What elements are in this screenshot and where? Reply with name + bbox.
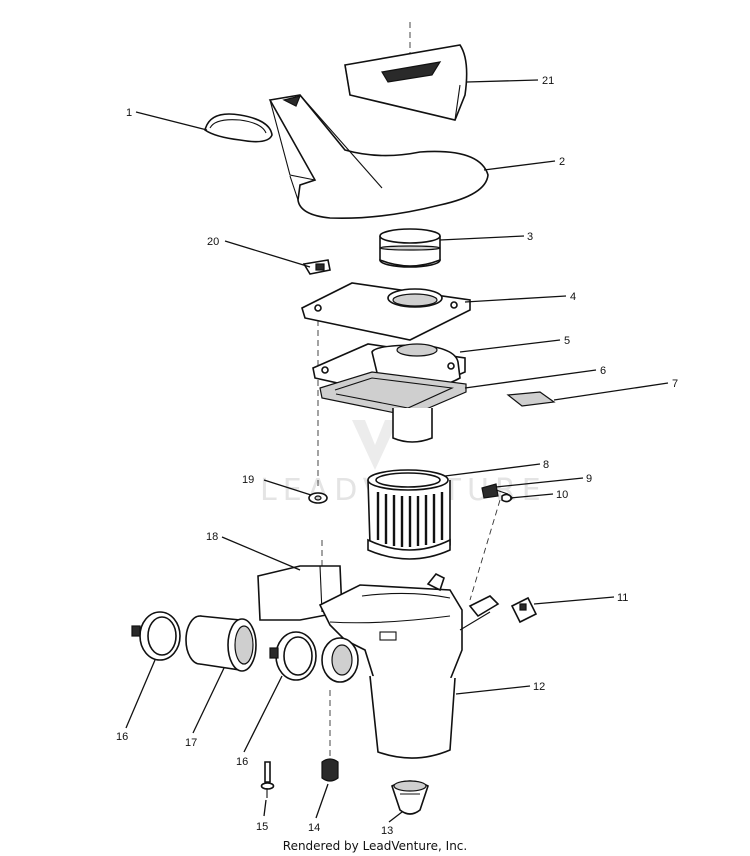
- part-3-rubber-ring: [379, 228, 441, 268]
- callout-10: 10: [556, 489, 568, 501]
- callout-numbers: 1 2 3 4 5 6 7 8 9 10 11 12 13 14 15 16 1…: [116, 75, 678, 837]
- part-13-drain-valve: [391, 780, 429, 815]
- callout-16-right: 16: [236, 756, 248, 768]
- callout-4: 4: [570, 291, 576, 303]
- callout-17: 17: [185, 737, 197, 749]
- part-1-clamp: [204, 113, 273, 143]
- callout-8: 8: [543, 459, 549, 471]
- leader-lines: [125, 79, 669, 823]
- part-20-clip: [302, 259, 331, 275]
- part-6-gasket: [319, 371, 467, 417]
- part-14-grommet: [321, 758, 339, 782]
- callout-14: 14: [308, 822, 320, 834]
- part-15-screw: [260, 761, 275, 798]
- callout-19: 19: [242, 474, 254, 486]
- part-19-washer: [308, 492, 328, 504]
- part-11-bracket: [510, 596, 538, 624]
- part-7-label: [506, 391, 556, 407]
- part-16-band-clamp-right: [269, 631, 317, 681]
- callout-13: 13: [381, 825, 393, 837]
- part-2-silencer-cover: [268, 94, 489, 220]
- callout-12: 12: [533, 681, 545, 693]
- callout-2: 2: [559, 156, 565, 168]
- part-9-bolt: [481, 483, 509, 499]
- housing-spigot: [392, 408, 433, 443]
- callout-9: 9: [586, 473, 592, 485]
- callout-16-left: 16: [116, 731, 128, 743]
- credit-text: Rendered by LeadVenture, Inc.: [283, 839, 467, 853]
- part-8-filter-element: [367, 469, 451, 560]
- part-16-band-clamp-left: [131, 611, 181, 661]
- callout-20: 20: [207, 236, 219, 248]
- callout-1: 1: [126, 107, 132, 119]
- callout-7: 7: [672, 378, 678, 390]
- part-4-plate: [301, 282, 471, 341]
- callout-15: 15: [256, 821, 268, 833]
- callout-11: 11: [617, 592, 628, 604]
- part-21-foam-pad: [344, 44, 468, 121]
- callout-5: 5: [564, 335, 570, 347]
- callout-3: 3: [527, 231, 533, 243]
- axis-line-bolt: [469, 499, 501, 601]
- part-12-airbox-body: [318, 572, 500, 759]
- callout-18: 18: [206, 531, 218, 543]
- watermark-logo: [352, 420, 398, 470]
- callout-6: 6: [600, 365, 606, 377]
- callout-21: 21: [542, 75, 554, 87]
- part-17-intake-tube: [185, 615, 257, 672]
- outlet-boot: [321, 637, 359, 683]
